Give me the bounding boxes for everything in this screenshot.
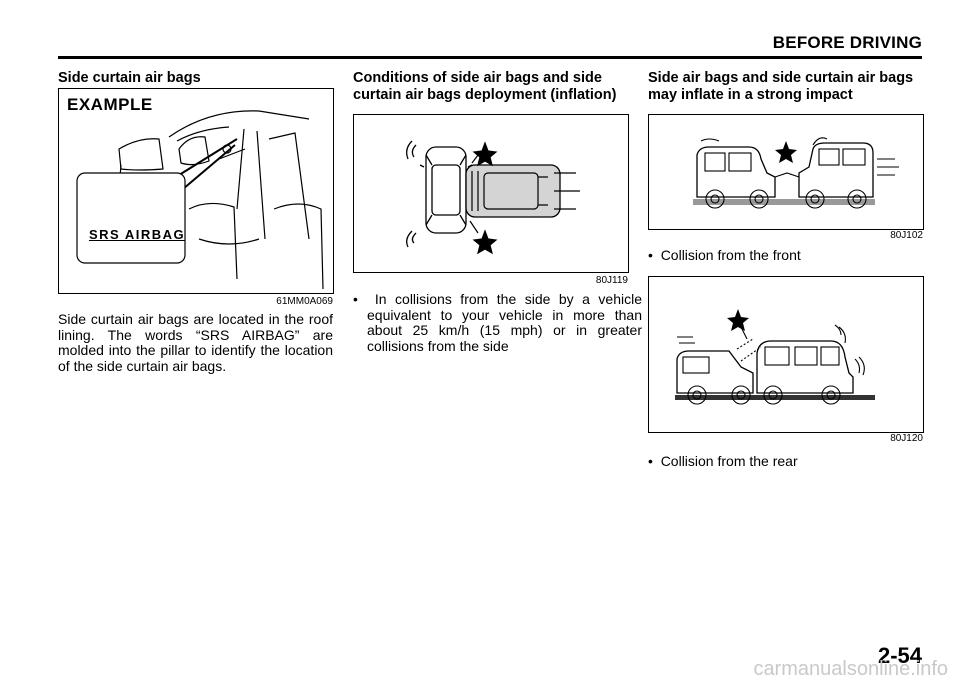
section-title: BEFORE DRIVING <box>772 33 922 52</box>
caption-rear-collision: • Collision from the rear <box>648 453 937 470</box>
figure-code-80j102: 80J102 <box>890 230 923 241</box>
figure-side-collision <box>353 114 629 273</box>
bullet-marker: • <box>648 247 661 263</box>
page-number: 2-54 <box>877 643 922 668</box>
heading-side-curtain-air-bags: Side curtain air bags <box>58 70 201 86</box>
bullet-marker: • <box>648 453 661 469</box>
figure-code-80j119: 80J119 <box>595 275 628 286</box>
figure-front-collision <box>648 114 924 230</box>
caption-rear-collision-text: Collision from the rear <box>660 453 798 469</box>
side-curtain-description: Side curtain air bags are located in the… <box>58 311 333 374</box>
bullet-marker: • <box>353 291 375 307</box>
figure-rear-collision <box>648 276 924 433</box>
heading-strong-impact: Side air bags and side curtain air bags … <box>648 70 914 103</box>
rear-collision-illustration <box>675 309 875 405</box>
example-label: EXAMPLE <box>67 95 153 114</box>
car-interior-illustration <box>76 110 324 290</box>
column-strong-impact: Side air bags and side curtain air bags … <box>648 70 924 469</box>
watermark: carmanualsonline.info <box>753 658 948 680</box>
heading-deployment-conditions: Conditions of side air bags and side cur… <box>353 70 617 103</box>
caption-front-collision: • Collision from the front <box>648 247 937 264</box>
figure-code-61mm0a069: 61MM0A069 <box>276 296 333 307</box>
bullet-side-collision-text: In collisions from the side by a vehicle… <box>367 291 643 354</box>
caption-front-collision-text: Collision from the front <box>660 247 801 263</box>
bullet-side-collision: • In collisions from the side by a vehic… <box>353 291 643 354</box>
column-deployment-conditions: Conditions of side air bags and side cur… <box>353 70 642 353</box>
figure-code-80j120: 80J120 <box>890 433 923 444</box>
srs-airbag-label: SRS AIRBAG <box>89 227 186 242</box>
column-side-curtain: Side curtain air bags EXAMPLE S <box>58 70 334 373</box>
header-rule <box>58 56 922 59</box>
side-collision-illustration <box>406 140 580 255</box>
front-collision-illustration <box>693 137 899 209</box>
figure-side-curtain-example: EXAMPLE SRS AIRBAG <box>58 88 334 294</box>
